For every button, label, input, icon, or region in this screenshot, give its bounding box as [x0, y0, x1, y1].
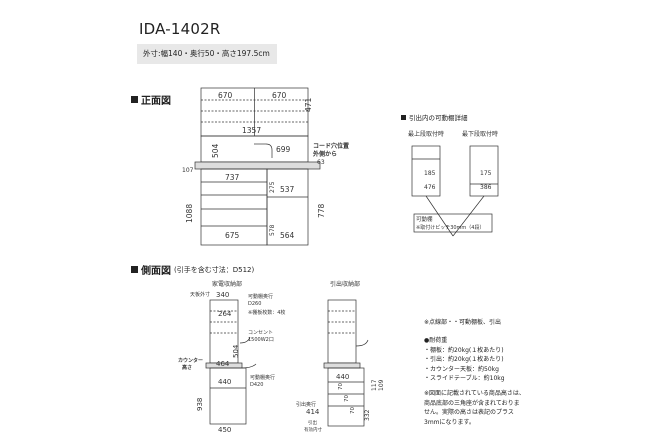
- front-dim-504: 504: [211, 143, 220, 158]
- height-disclaimer-line: 3mmになります。: [424, 418, 475, 426]
- front-dim-778: 778: [317, 203, 326, 218]
- appliance-section-label: 家電収納部: [212, 280, 242, 288]
- movable-shelf-label: 可動棚: [416, 215, 433, 223]
- front-dim-1357: 1357: [242, 126, 261, 135]
- counter-height-label-1: カウンター: [178, 357, 203, 364]
- front-dim-670a: 670: [218, 91, 233, 100]
- front-dim-699: 699: [276, 145, 291, 154]
- side-dim-414: 414: [306, 408, 320, 416]
- front-view-title: 正面図: [131, 92, 171, 107]
- outer-dimensions: 外寸:幅140・奥行50・高さ197.5cm: [137, 44, 277, 64]
- side-dim-109: 109: [378, 379, 385, 391]
- side-dim-332: 332: [364, 409, 371, 421]
- side-dim-264: 264: [218, 310, 232, 318]
- front-dim-564: 564: [280, 231, 295, 240]
- front-dim-63: 63: [317, 159, 325, 166]
- shelf-count: ※棚板枚数：4枚: [248, 309, 285, 316]
- side-dim-340: 340: [216, 291, 229, 299]
- slide-depth-value: D420: [250, 382, 263, 388]
- side-dim-117: 117: [371, 379, 378, 391]
- model-number: IDA-1402R: [139, 20, 221, 38]
- side-dim-70b: 70: [344, 395, 350, 402]
- front-dim-471: 471: [304, 97, 313, 112]
- slide-depth-label: 可動棚奥行: [250, 374, 275, 381]
- drawer-dim-185: 185: [424, 170, 436, 177]
- shelf-depth-value: D260: [248, 301, 261, 307]
- height-disclaimer-line: せん。実際の高さは表記のプラス: [424, 409, 514, 417]
- height-disclaimer-line: ※図面に記載されている商品高さは、: [424, 390, 525, 398]
- drawer-detail-title: 引出内の可動棚詳細: [401, 112, 468, 122]
- side-view-subtitle: (引手を含む寸法：D512): [174, 265, 255, 274]
- top-depth-label: 天板外寸: [190, 291, 210, 298]
- cord-hole-label-2: 外側から: [312, 150, 337, 158]
- side-dim-938: 938: [196, 398, 204, 411]
- side-dim-70a: 70: [338, 383, 344, 390]
- top-mount-label: 最上段取付時: [408, 130, 444, 138]
- drawer-effective-label-2: 有効内寸: [304, 426, 322, 433]
- drawer-section-label: 引出収納部: [330, 280, 360, 288]
- load-item: ・カウンター天板：約50kg: [424, 365, 499, 373]
- counter-height-label-2: 高さ: [182, 364, 192, 371]
- notes-panel: ※点線部・・可動棚板、引出 ●耐荷重 ・棚板：約20kg(１枚あたり) ・引出：…: [424, 318, 574, 427]
- side-dim-450: 450: [218, 426, 231, 434]
- side-dim-464: 464: [216, 360, 230, 368]
- side-dim-504: 504: [232, 344, 240, 358]
- front-dim-675: 675: [225, 231, 240, 240]
- front-dim-275: 275: [269, 181, 276, 193]
- drawer-dim-175: 175: [480, 170, 492, 177]
- front-view-drawing: 670 670 1357 699 737 537 675 564 471 504…: [182, 87, 349, 246]
- appliance-side-drawing: 家電収納部 天板外寸 340 可動棚奥行 D260 ※棚板枚数：4枚 264 コ…: [178, 280, 285, 434]
- section-marker-small: [401, 114, 406, 120]
- outlet-value: 1500W2口: [248, 337, 274, 343]
- load-capacity-title: ●耐荷重: [424, 337, 448, 345]
- front-dim-107: 107: [182, 167, 194, 174]
- side-dim-440: 440: [218, 378, 231, 386]
- front-dim-737: 737: [225, 173, 240, 182]
- shelf-depth-label: 可動棚奥行: [248, 293, 273, 300]
- front-dim-537: 537: [280, 185, 295, 194]
- drawer-dim-476: 476: [424, 184, 436, 191]
- height-disclaimer-line: 商品底部の三角座が含まれておりま: [424, 399, 520, 407]
- spacer: [424, 327, 574, 336]
- load-item: ・棚板：約20kg(１枚あたり): [424, 346, 504, 354]
- load-item: ・スライドテーブル：約10kg: [424, 375, 505, 383]
- section-marker: [131, 266, 138, 273]
- drawer-dim-386: 386: [480, 184, 492, 191]
- front-dim-578: 578: [269, 224, 276, 236]
- side-view-title: 側面図 (引手を含む寸法：D512): [131, 262, 254, 277]
- drawer-detail-title-text: 引出内の可動棚詳細: [409, 114, 468, 122]
- front-view-title-text: 正面図: [141, 96, 171, 107]
- front-dim-1088: 1088: [185, 204, 194, 223]
- drawer-depth-label: 引出奥行: [296, 401, 316, 408]
- front-dim-670b: 670: [272, 91, 287, 100]
- side-view-title-text: 側面図: [141, 266, 171, 277]
- side-dim-70c: 70: [350, 407, 356, 414]
- side-dim-440b: 440: [336, 373, 349, 381]
- drawer-effective-label-1: 引出: [308, 419, 317, 426]
- load-item: ・引出：約20kg(１枚あたり): [424, 356, 504, 364]
- section-marker: [131, 96, 138, 103]
- cord-hole-label-1: コード穴位置: [313, 142, 349, 150]
- mount-pitch-label: ※取付けピッチ30mm（4段）: [416, 224, 484, 231]
- drawer-detail-drawing: 最上段取付時 最下段取付時 185 476 175 386 可動棚 ※取付けピッ…: [408, 130, 499, 237]
- outlet-label: コンセント: [248, 330, 273, 336]
- drawer-side-drawing: 引出収納部 440 引出奥行 414 引出 有効内寸 332 117 109 7…: [296, 280, 385, 433]
- dotted-line-note: ※点線部・・可動棚板、引出: [424, 319, 502, 326]
- bottom-mount-label: 最下段取付時: [462, 130, 498, 138]
